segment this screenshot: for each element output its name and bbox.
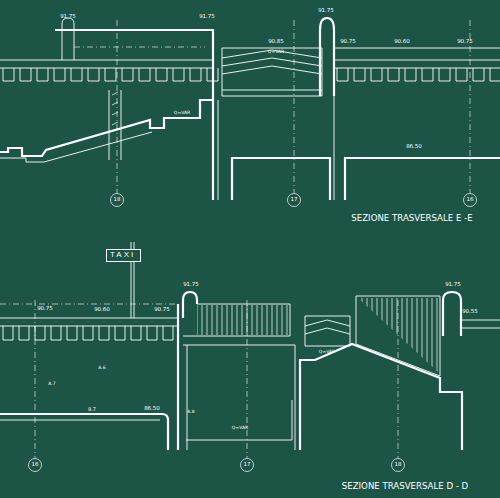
sign-text: TAXI [110, 251, 137, 259]
elevation-note: Q=VAR [319, 350, 335, 355]
elevation: 90.75 [154, 307, 170, 313]
level-mark: 9.7 [88, 407, 96, 412]
section-line [183, 304, 290, 336]
section-line [3, 68, 218, 81]
cut-line [183, 292, 197, 318]
axis-bubble [288, 194, 301, 207]
elevation: 90.75 [457, 39, 473, 45]
axis-bubble [464, 194, 477, 207]
section-line [0, 318, 178, 326]
axis-bubble [29, 459, 42, 472]
axis-line [74, 47, 205, 48]
section-line [337, 68, 500, 81]
cut-line [443, 292, 461, 336]
section-line [218, 48, 322, 200]
axis-number: 16 [32, 462, 39, 468]
elevation-note: Q=VAR [174, 111, 190, 116]
section-line [334, 48, 500, 68]
axis-number: 17 [291, 197, 298, 203]
elevation: 86.50 [144, 406, 160, 412]
section-title: SEZIONE TRASVERSALE D - D [342, 482, 468, 491]
axis-bubble [241, 459, 254, 472]
level-mark: A.7 [48, 382, 55, 387]
elevation: 90.75 [37, 306, 53, 312]
elevation: 86.50 [406, 144, 422, 150]
axis-line [35, 300, 398, 458]
section-line [222, 90, 322, 91]
axis-line [117, 20, 470, 193]
axis-bubble [111, 194, 124, 207]
elevation: 91.75 [183, 282, 199, 288]
cut-line [345, 158, 500, 200]
elevation-note: Q=VAR [232, 426, 248, 431]
section-line [461, 320, 500, 328]
elevation: 91.75 [318, 8, 334, 14]
section-title: SEZIONE TRASVERSALE E -E [351, 214, 472, 223]
section-lines [0, 18, 500, 472]
section-line [109, 90, 121, 160]
level-mark: A.6 [98, 366, 105, 371]
cut-line [232, 158, 330, 200]
axis-bubble [392, 459, 405, 472]
elevation: 90.55 [462, 309, 478, 315]
cut-line [55, 30, 213, 200]
elevation: 90.60 [94, 307, 110, 313]
elevation: 90.85 [268, 39, 284, 45]
elevation: 90.75 [340, 39, 356, 45]
section-line [305, 316, 350, 346]
elevation: 90.60 [394, 39, 410, 45]
axis-number: 17 [244, 462, 251, 468]
axis-number: 16 [467, 197, 474, 203]
axis-number: 18 [395, 462, 402, 468]
elevation: 91.75 [60, 14, 76, 20]
axis-line [0, 304, 178, 305]
section-line [183, 345, 295, 450]
elevation: 91.75 [199, 14, 215, 20]
cut-line [0, 100, 213, 156]
hatched-beam [197, 305, 290, 335]
level-mark: A.8 [187, 410, 194, 415]
cut-line [0, 414, 168, 450]
section-line [334, 96, 335, 200]
section-line [0, 60, 213, 68]
elevation: 91.75 [445, 282, 461, 288]
section-line [62, 18, 74, 60]
cut-line [177, 304, 179, 450]
taxi-sign: TAXI [106, 249, 141, 262]
cut-line [320, 18, 334, 96]
axis-number: 18 [114, 197, 121, 203]
cut-line [300, 344, 462, 450]
section-line [3, 326, 173, 340]
section-line [0, 420, 160, 421]
column-hatch [112, 92, 118, 125]
elevation-note: Q=VAR [268, 50, 284, 55]
